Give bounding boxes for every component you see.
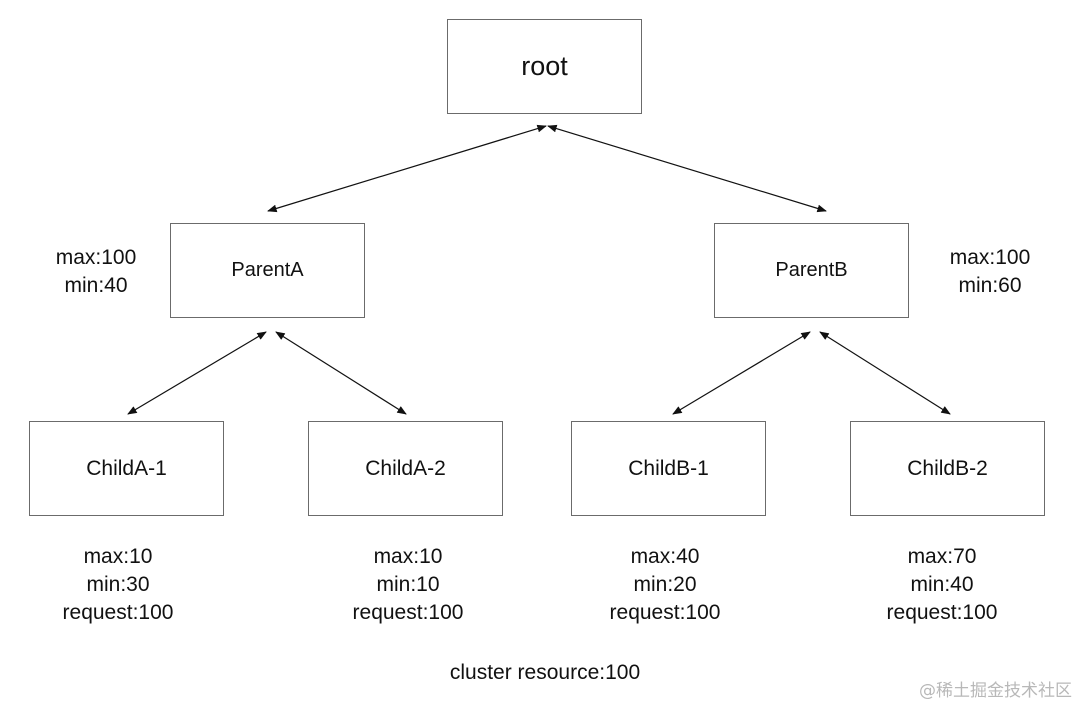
node-root-label: root (521, 51, 568, 81)
child-b1-request: request:100 (609, 601, 721, 624)
parent-b-min: min:60 (958, 274, 1022, 297)
edge-parent-b-child-b1 (672, 331, 811, 415)
node-parent-a-label: ParentA (231, 259, 304, 281)
node-child-b2: ChildB-2 (850, 421, 1045, 516)
node-child-a1: ChildA-1 (29, 421, 224, 516)
node-child-a2: ChildA-2 (308, 421, 503, 516)
child-a2-limits: max:10 min:10 request:100 (318, 543, 498, 627)
node-parent-b-label: ParentB (775, 259, 848, 281)
node-parent-b: ParentB (714, 223, 909, 318)
child-a1-limits: max:10 min:30 request:100 (28, 543, 208, 627)
node-child-a2-label: ChildA-2 (365, 456, 446, 480)
child-b1-limits: max:40 min:20 request:100 (575, 543, 755, 627)
edge-root-parent-a (267, 124, 547, 213)
child-a2-max: max:10 (373, 545, 443, 568)
child-a1-request: request:100 (62, 601, 174, 624)
parent-a-limits: max:100 min:40 (36, 244, 156, 300)
node-root: root (447, 19, 642, 114)
watermark: @稀土掘金技术社区 (919, 681, 1072, 701)
parent-a-min: min:40 (64, 274, 128, 297)
child-b2-request: request:100 (886, 601, 998, 624)
child-b2-max: max:70 (907, 545, 977, 568)
child-a1-max: max:10 (83, 545, 153, 568)
parent-a-max: max:100 (55, 246, 137, 269)
node-child-a1-label: ChildA-1 (86, 456, 167, 480)
node-child-b1-label: ChildB-1 (628, 456, 709, 480)
child-b1-max: max:40 (630, 545, 700, 568)
edge-parent-a-child-a1 (127, 331, 267, 415)
node-parent-a: ParentA (170, 223, 365, 318)
child-a1-min: min:30 (86, 573, 150, 596)
parent-b-limits: max:100 min:60 (930, 244, 1050, 300)
edge-root-parent-b (547, 124, 827, 213)
child-a2-request: request:100 (352, 601, 464, 624)
node-child-b2-label: ChildB-2 (907, 456, 988, 480)
child-b2-limits: max:70 min:40 request:100 (852, 543, 1032, 627)
child-b1-min: min:20 (633, 573, 697, 596)
edge-parent-b-child-b2 (819, 331, 951, 415)
child-b2-min: min:40 (910, 573, 974, 596)
node-child-b1: ChildB-1 (571, 421, 766, 516)
edge-parent-a-child-a2 (275, 331, 407, 415)
child-a2-min: min:10 (376, 573, 440, 596)
cluster-resource-label: cluster resource:100 (449, 661, 641, 684)
parent-b-max: max:100 (949, 246, 1031, 269)
